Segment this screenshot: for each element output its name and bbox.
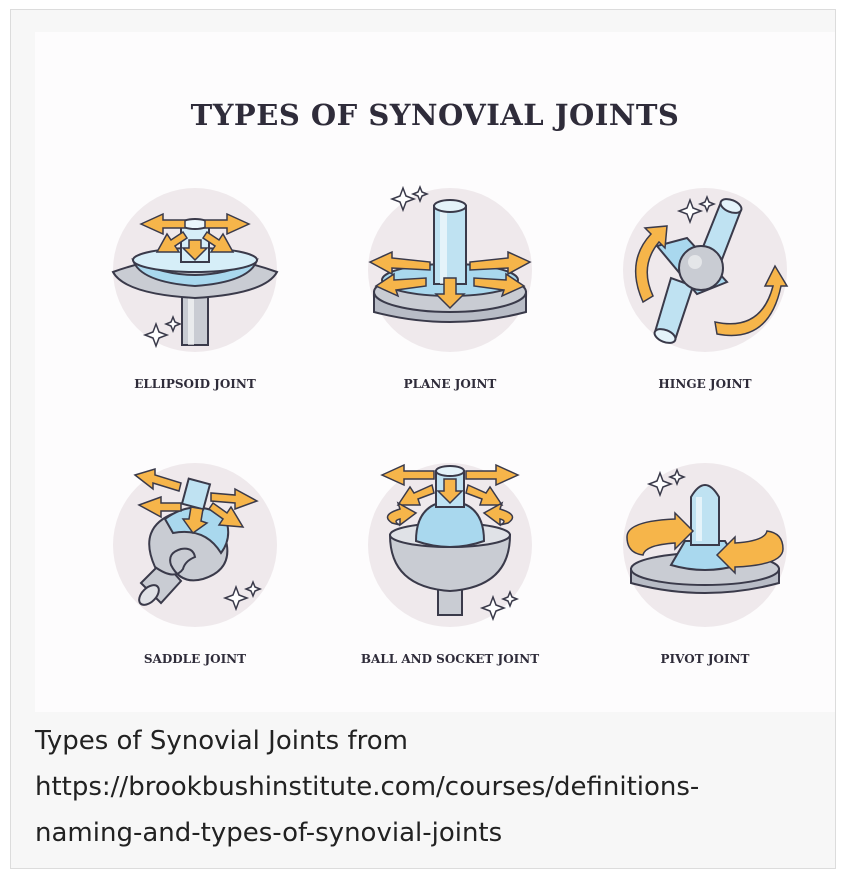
hinge-joint: HINGE JOINT xyxy=(605,182,825,402)
caption-line: Types of Synovial Joints from xyxy=(35,718,835,764)
figure-title: TYPES OF SYNOVIAL JOINTS xyxy=(35,98,835,132)
caption-line: https://brookbushinstitute.com/courses/d… xyxy=(35,764,835,810)
ball-and-socket-joint-icon xyxy=(340,457,560,677)
ellipsoid-joint: ELLIPSOID JOINT xyxy=(85,182,305,402)
plane-joint: PLANE JOINT xyxy=(340,182,560,402)
joint-label: ELLIPSOID JOINT xyxy=(85,377,305,391)
hinge-joint-icon xyxy=(605,182,825,402)
ball-and-socket-joint: BALL AND SOCKET JOINT xyxy=(340,457,560,677)
joint-label: SADDLE JOINT xyxy=(85,652,305,666)
joint-label: HINGE JOINT xyxy=(595,377,815,391)
saddle-joint: SADDLE JOINT xyxy=(85,457,305,677)
caption-line: naming-and-types-of-synovial-joints xyxy=(35,810,835,856)
ellipsoid-joint-icon xyxy=(85,182,305,402)
pivot-joint: PIVOT JOINT xyxy=(605,457,825,677)
image-caption: Types of Synovial Joints from https://br… xyxy=(35,718,835,856)
joint-label: PIVOT JOINT xyxy=(595,652,815,666)
image-card: TYPES OF SYNOVIAL JOINTS ELLIPSOID xyxy=(10,9,836,869)
synovial-joints-figure: TYPES OF SYNOVIAL JOINTS ELLIPSOID xyxy=(35,32,835,712)
pivot-joint-icon xyxy=(605,457,825,677)
plane-joint-icon xyxy=(340,182,560,402)
joint-label: PLANE JOINT xyxy=(340,377,560,391)
saddle-joint-icon xyxy=(85,457,305,677)
joint-label: BALL AND SOCKET JOINT xyxy=(340,652,560,666)
